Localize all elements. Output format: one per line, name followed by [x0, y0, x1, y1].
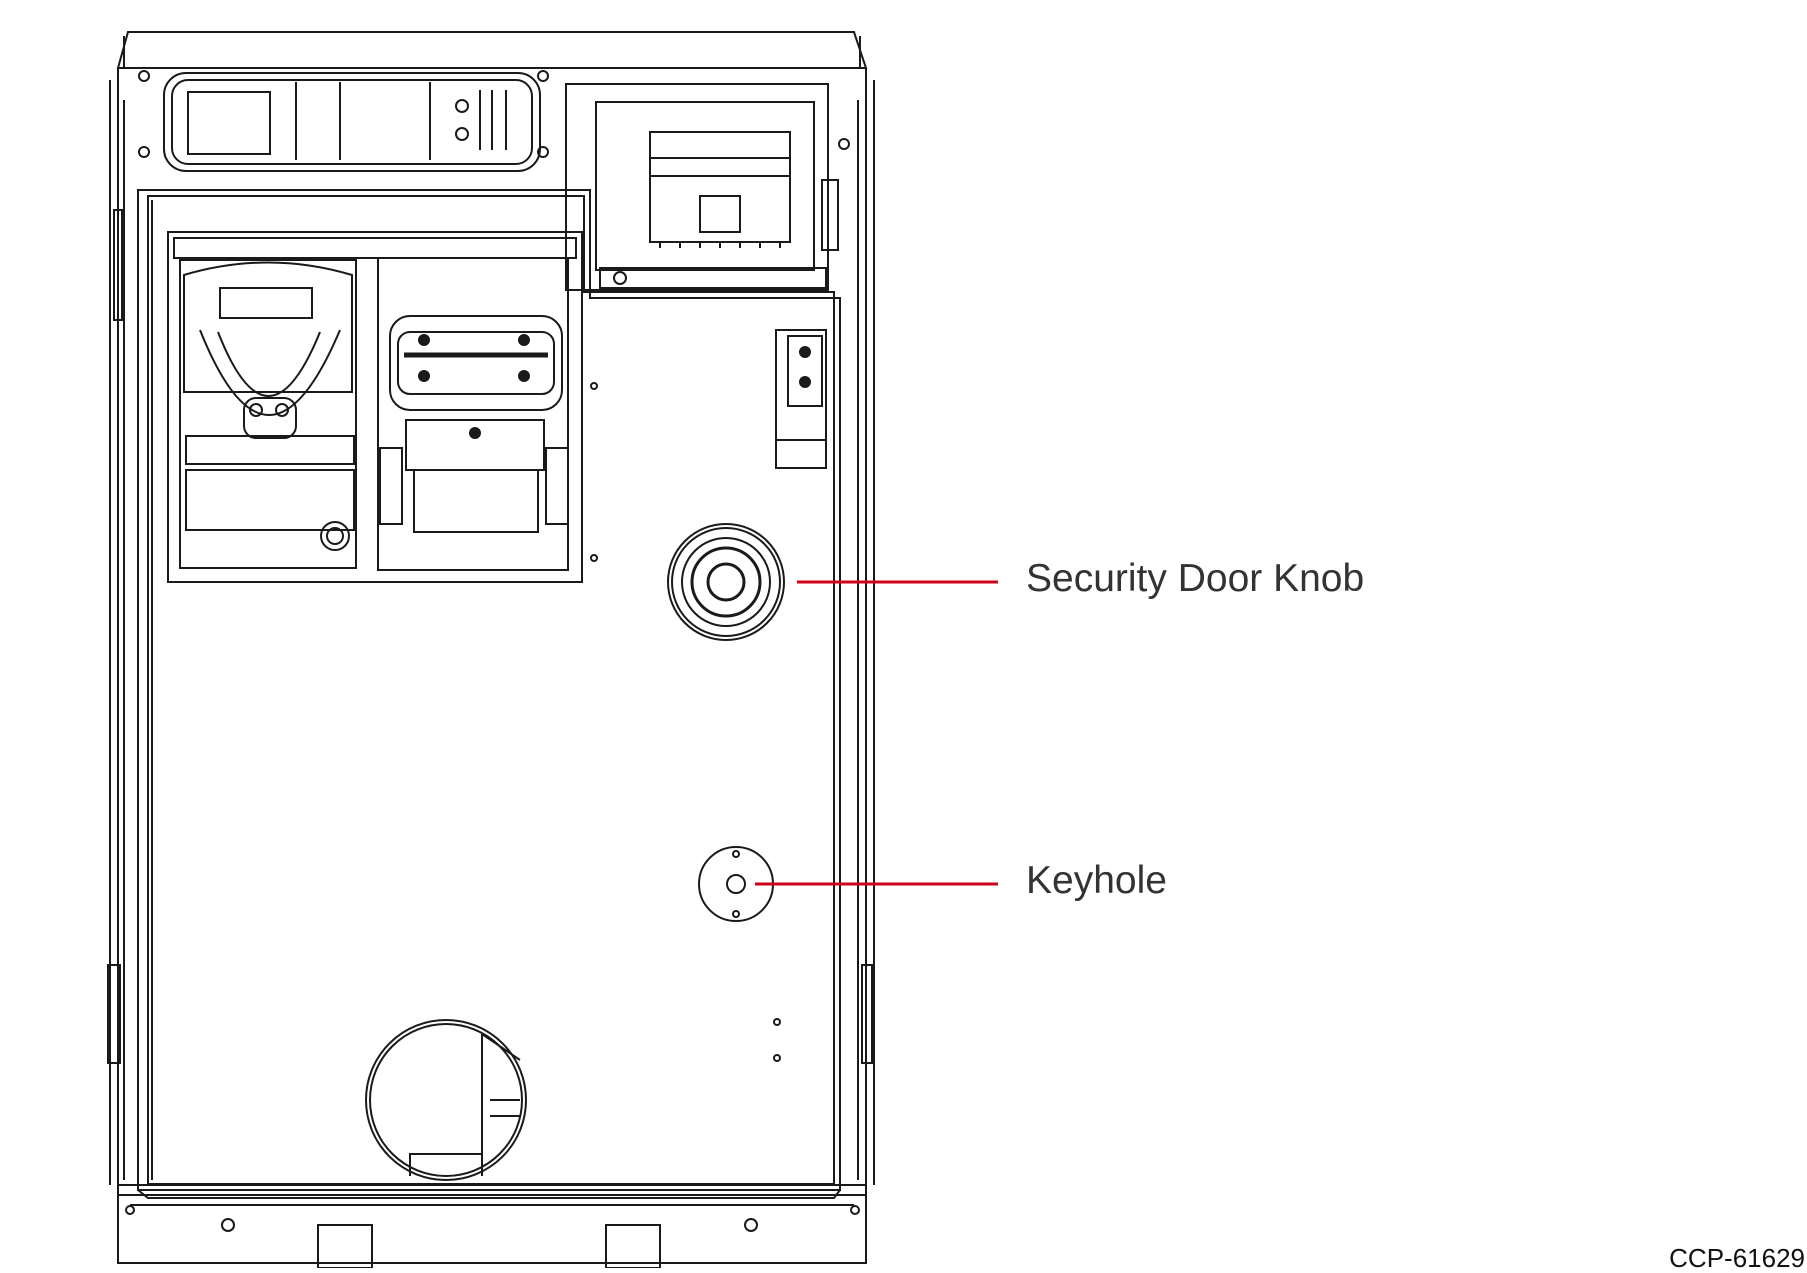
panel-hole — [773, 1054, 781, 1062]
lower-circular-port — [365, 1019, 527, 1181]
upper-right-module — [565, 83, 850, 291]
inner-door-panel — [137, 189, 841, 1199]
top-vent-panel — [138, 70, 549, 172]
panel-hole — [773, 1018, 781, 1026]
figure-id: CCP-61629 — [1669, 1243, 1805, 1273]
cabinet-shell — [107, 31, 875, 1268]
knob-callout-label: Security Door Knob — [1026, 557, 1365, 600]
hinge-bracket — [775, 329, 827, 469]
acceptor-module — [167, 231, 598, 583]
security-door-knob-icon — [667, 523, 785, 641]
keyhole-callout-label: Keyhole — [1026, 859, 1167, 902]
